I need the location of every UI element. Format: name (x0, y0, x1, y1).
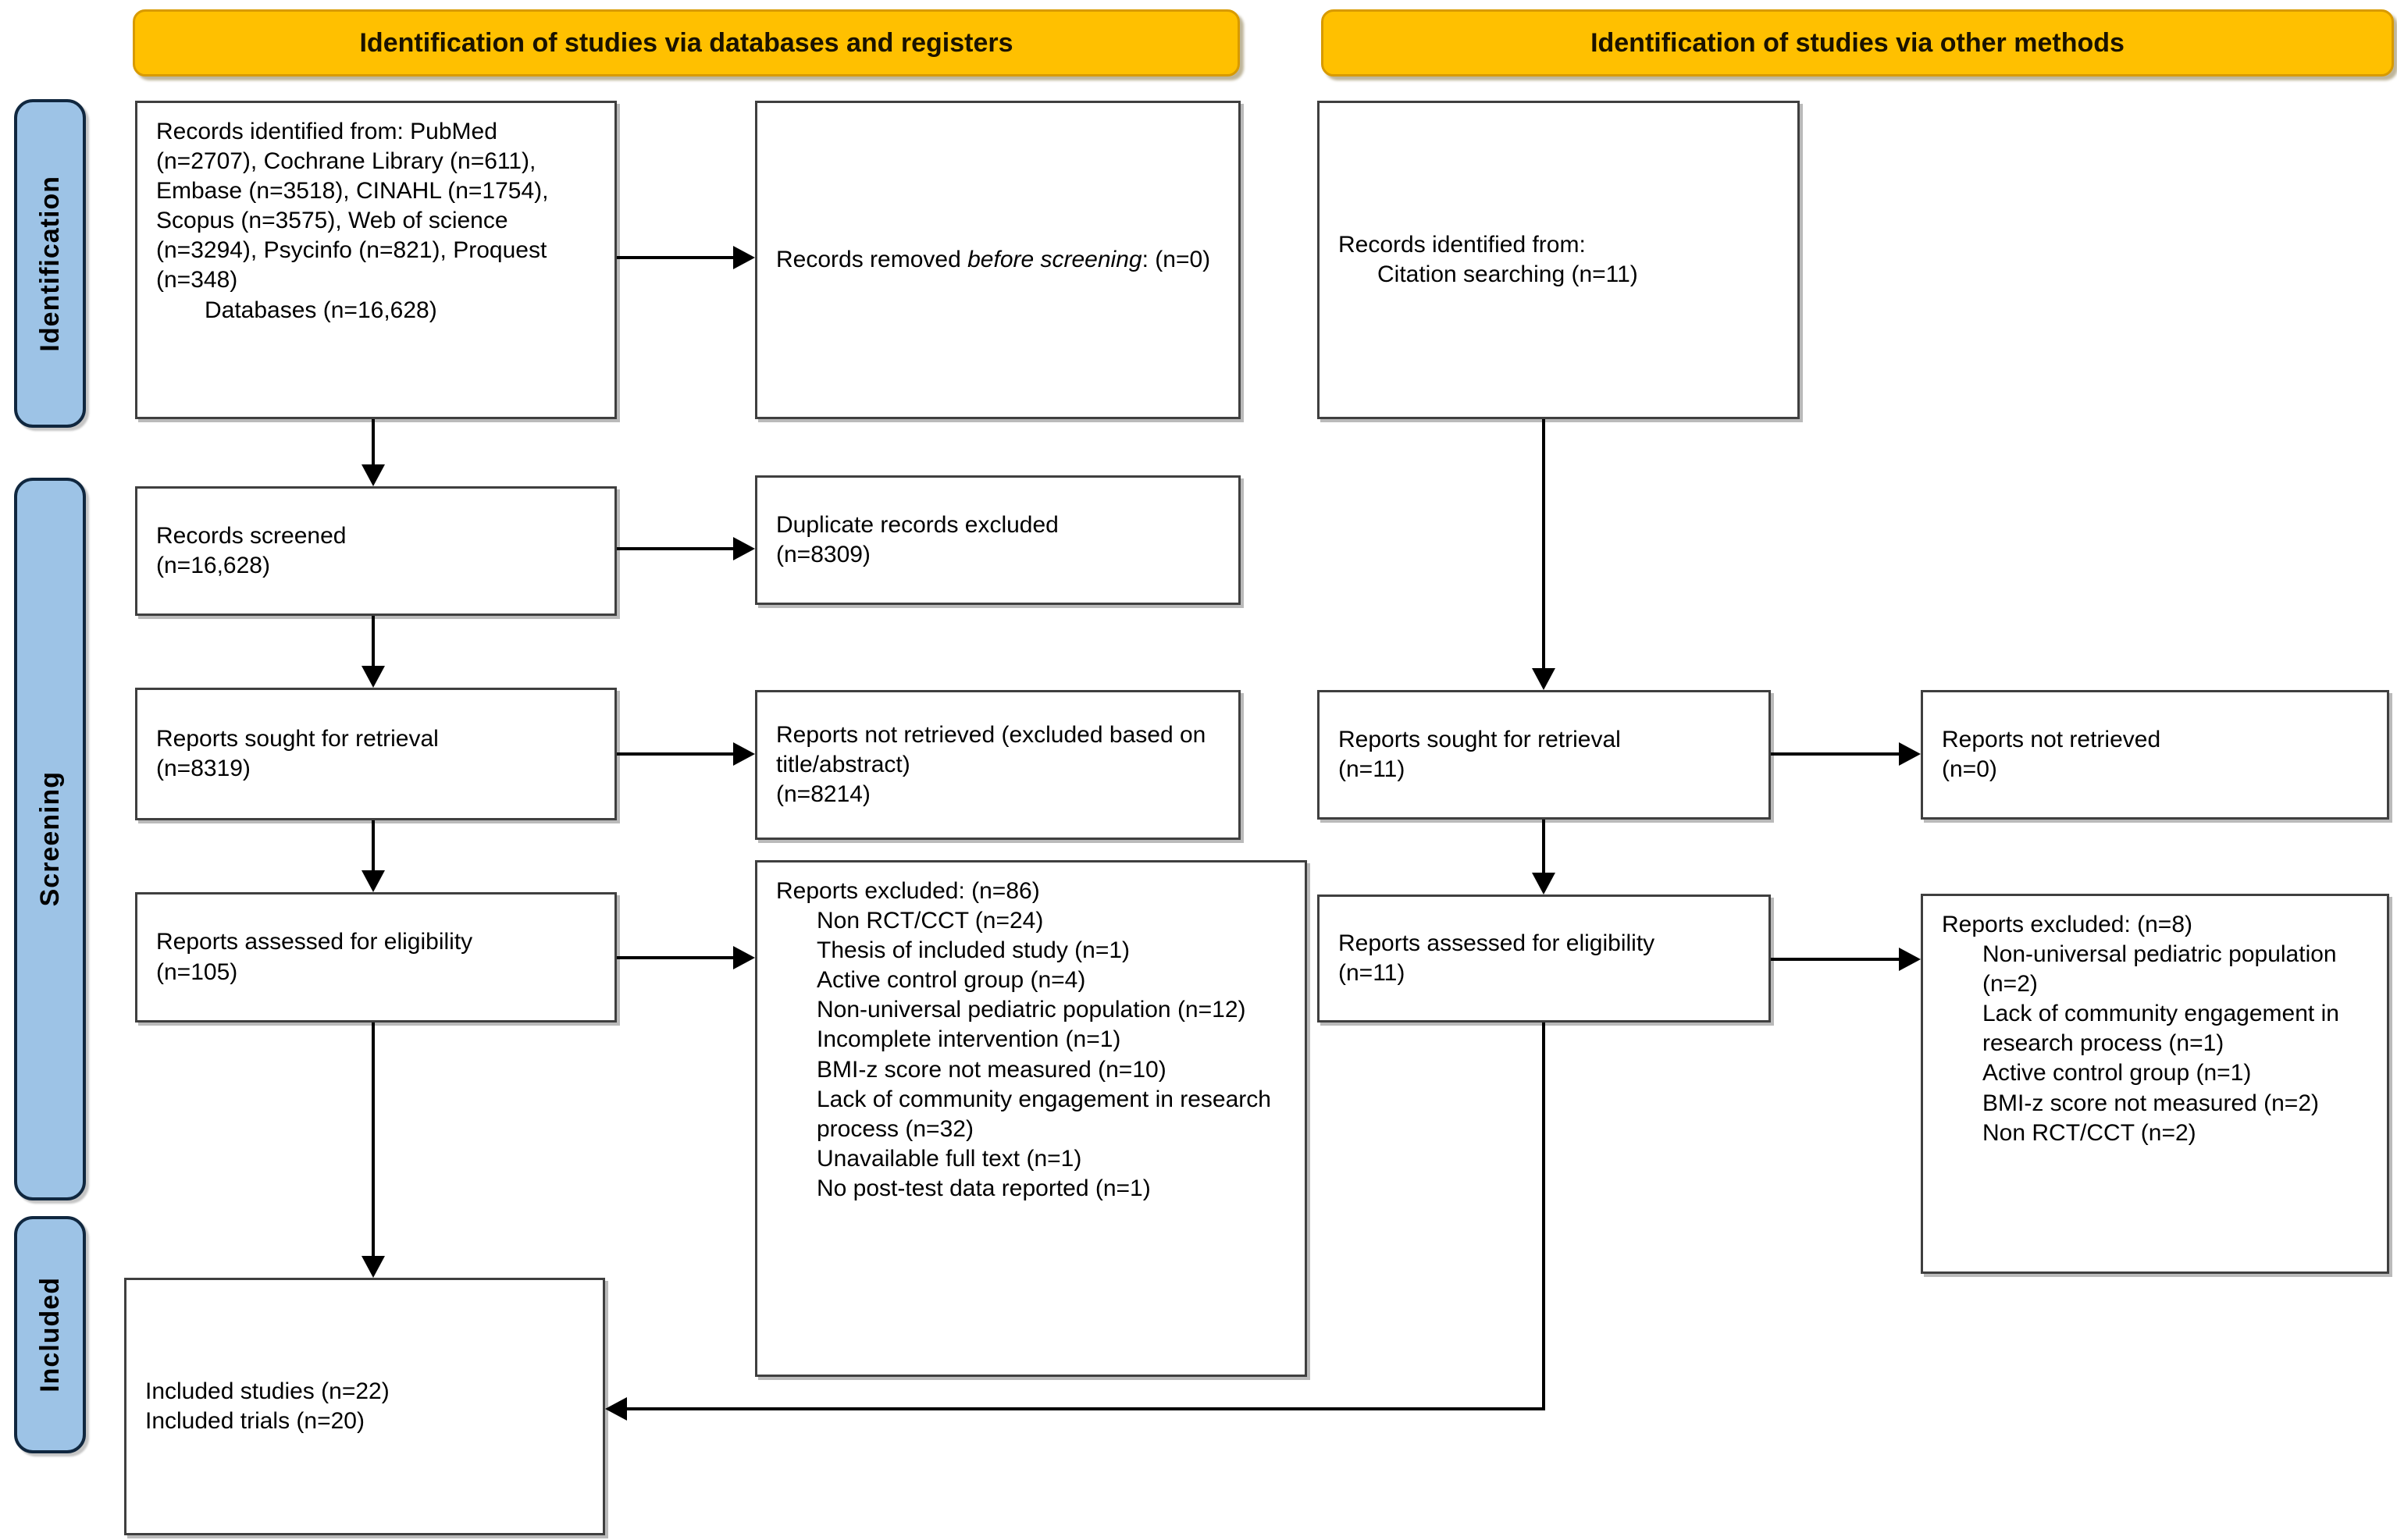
box-reports-sought-other: Reports sought for retrieval (n=11) (1317, 690, 1771, 820)
reports-not-retrieved-other-count: (n=0) (1942, 756, 1997, 782)
box-reports-assessed-other: Reports assessed for eligibility (n=11) (1317, 894, 1771, 1023)
reports-sought-db-count: (n=8319) (156, 756, 251, 781)
exclusion-reason: BMI-z score not measured (n=10) (817, 1056, 1166, 1083)
connector-identified-to-removed (617, 256, 735, 259)
reports-sought-other-count: (n=11) (1338, 756, 1405, 782)
arrowhead-assessed-to-excluded (733, 946, 755, 969)
connector-assessed-other-down (1542, 1023, 1545, 1410)
arrowhead-citation-to-sought (1532, 668, 1555, 690)
exclusion-reason: Non-universal pediatric population (n=2) (1982, 941, 2337, 998)
arrowhead-sought-to-notretrieved (733, 742, 755, 766)
exclusion-reason: Unavailable full text (n=1) (817, 1145, 1082, 1172)
connector-other-to-included (625, 1407, 1545, 1410)
box-records-identified-databases: Records identified from: PubMed (n=2707)… (135, 101, 617, 419)
arrowhead-sought-other-to-notretrieved (1899, 742, 1921, 766)
connector-assessed-to-included (372, 1023, 375, 1259)
arrowhead-assessed-other-to-excluded (1899, 948, 1921, 971)
box-records-removed-before-screening: Records removed before screening: (n=0) (755, 101, 1241, 419)
exclusion-reason: Active control group (n=1) (1982, 1060, 2252, 1087)
box-reports-excluded-databases: Reports excluded: (n=86) Non RCT/CCT (n=… (755, 860, 1307, 1377)
reports-excluded-db-title: Reports excluded: (n=86) (776, 878, 1040, 904)
reports-assessed-db-count: (n=105) (156, 958, 238, 985)
records-identified-text: Records identified from: PubMed (n=2707)… (156, 119, 549, 293)
arrowhead-sought-other-to-assessed (1532, 873, 1555, 894)
included-studies-line: Included studies (n=22) (145, 1378, 390, 1404)
box-reports-assessed-databases: Reports assessed for eligibility (n=105) (135, 892, 617, 1023)
exclusion-reason: Lack of community engagement in research… (1982, 1001, 2339, 1057)
exclusion-reason: Non RCT/CCT (n=24) (817, 908, 1044, 934)
stage-label-screening-text: Screening (34, 771, 65, 907)
connector-sought-other-to-notretrieved (1771, 752, 1900, 756)
reports-excluded-other-title: Reports excluded: (n=8) (1942, 912, 2193, 937)
box-records-identified-citation: Records identified from: Citation search… (1317, 101, 1800, 419)
connector-sought-to-notretrieved (617, 752, 735, 756)
reports-assessed-db-line1: Reports assessed for eligibility (156, 929, 473, 955)
exclusion-reason: Non-universal pediatric population (n=12… (817, 997, 1246, 1023)
box-reports-sought-databases: Reports sought for retrieval (n=8319) (135, 688, 617, 820)
stage-label-included-text: Included (34, 1277, 65, 1392)
connector-identified-to-screened (372, 419, 375, 468)
header-databases-registers: Identification of studies via databases … (133, 9, 1240, 76)
reports-excluded-other-list: Non-universal pediatric population (n=2)… (1942, 940, 2368, 1148)
header-other-methods: Identification of studies via other meth… (1321, 9, 2394, 76)
arrowhead-identified-to-removed (733, 246, 755, 269)
citation-records-line1: Records identified from: (1338, 231, 1586, 258)
arrowhead-other-to-included (605, 1397, 627, 1421)
citation-records-line2: Citation searching (n=11) (1377, 261, 1638, 287)
arrowhead-assessed-to-included (362, 1256, 385, 1278)
reports-not-retrieved-other-line1: Reports not retrieved (1942, 726, 2161, 752)
exclusion-reason: Thesis of included study (n=1) (817, 937, 1131, 964)
duplicates-excluded-line1: Duplicate records excluded (776, 511, 1059, 538)
exclusion-reason: Active control group (n=4) (817, 967, 1086, 994)
records-screened-count: (n=16,628) (156, 553, 270, 578)
exclusion-reason: No post-test data reported (n=1) (817, 1175, 1151, 1201)
reports-sought-db-line1: Reports sought for retrieval (156, 725, 439, 752)
included-trials-line: Included trials (n=20) (145, 1408, 365, 1434)
exclusion-reason: Non RCT/CCT (n=2) (1982, 1119, 2196, 1146)
box-reports-not-retrieved-databases: Reports not retrieved (excluded based on… (755, 690, 1241, 840)
exclusion-reason: Incomplete intervention (n=1) (817, 1026, 1121, 1053)
box-duplicate-records-excluded: Duplicate records excluded (n=8309) (755, 475, 1241, 605)
box-included-studies: Included studies (n=22) Included trials … (124, 1278, 605, 1535)
connector-assessed-other-to-excluded (1771, 958, 1900, 961)
stage-label-identification-text: Identification (34, 175, 65, 352)
reports-sought-other-line1: Reports sought for retrieval (1338, 726, 1621, 752)
arrowhead-screened-to-duplicates (733, 537, 755, 560)
stage-label-included: Included (14, 1216, 86, 1453)
exclusion-reason: Lack of community engagement in research… (817, 1086, 1271, 1142)
records-screened-line1: Records screened (156, 522, 347, 549)
box-records-screened: Records screened (n=16,628) (135, 486, 617, 616)
header-other-methods-label: Identification of studies via other meth… (1590, 27, 2125, 58)
arrowhead-screened-to-sought (362, 666, 385, 688)
arrowhead-sought-to-assessed (362, 870, 385, 892)
reports-assessed-other-line1: Reports assessed for eligibility (1338, 930, 1655, 956)
connector-sought-other-to-assessed (1542, 820, 1545, 874)
reports-assessed-other-count: (n=11) (1338, 960, 1405, 986)
connector-assessed-to-excluded (617, 956, 735, 959)
reports-not-retrieved-db-line1: Reports not retrieved (excluded based on… (776, 721, 1206, 777)
reports-excluded-db-list: Non RCT/CCT (n=24) Thesis of included stu… (776, 906, 1286, 1204)
box-reports-excluded-other: Reports excluded: (n=8) Non-universal pe… (1921, 894, 2389, 1274)
stage-label-screening: Screening (14, 478, 86, 1200)
box-reports-not-retrieved-other: Reports not retrieved (n=0) (1921, 690, 2389, 820)
connector-screened-to-duplicates (617, 547, 735, 550)
stage-label-identification: Identification (14, 99, 86, 428)
records-removed-text: Records removed before screening: (n=0) (776, 246, 1211, 272)
exclusion-reason: BMI-z score not measured (n=2) (1982, 1090, 2320, 1116)
duplicates-excluded-count: (n=8309) (776, 542, 871, 567)
header-databases-registers-label: Identification of studies via databases … (359, 27, 1013, 58)
connector-sought-to-assessed (372, 820, 375, 872)
connector-screened-to-sought (372, 616, 375, 667)
connector-citation-to-sought (1542, 419, 1545, 670)
arrowhead-identified-to-screened (362, 464, 385, 486)
reports-not-retrieved-db-count: (n=8214) (776, 781, 871, 808)
records-identified-total: Databases (n=16,628) (205, 297, 437, 323)
